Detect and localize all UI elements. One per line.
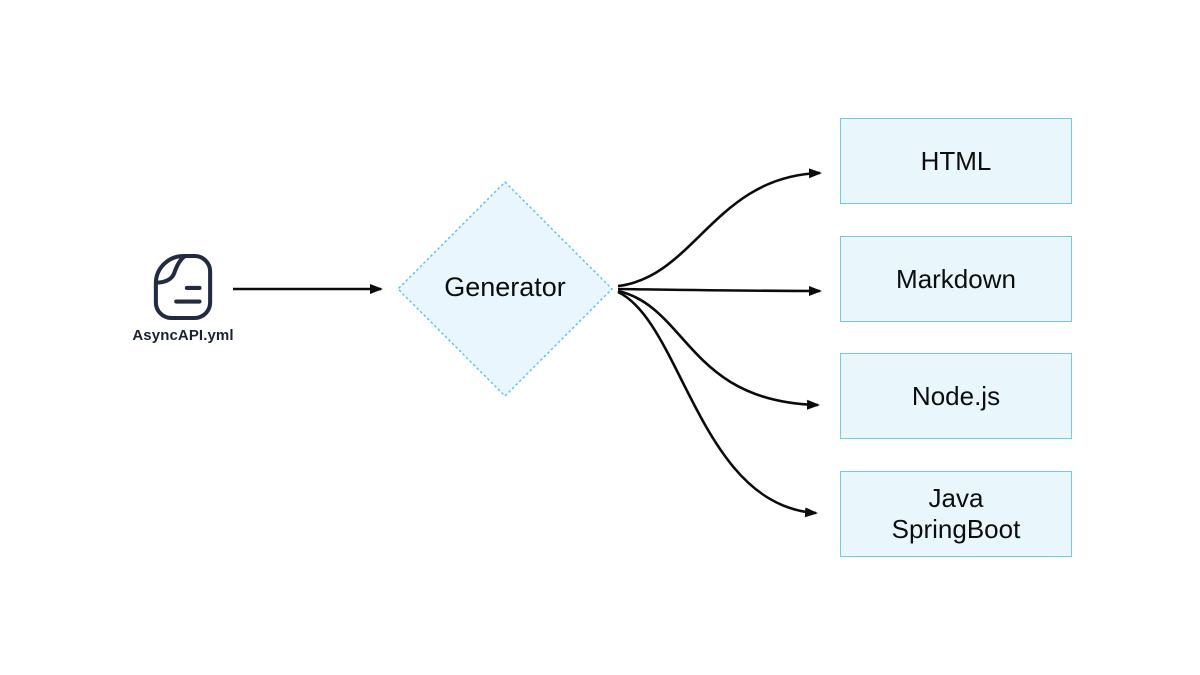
output-node-html: HTML — [840, 118, 1072, 204]
source-file-label: AsyncAPI.yml — [132, 327, 234, 344]
arrow-generator-to-html — [617, 168, 822, 288]
generator-node-label: Generator — [444, 272, 566, 302]
output-node-markdown: Markdown — [840, 236, 1072, 322]
arrow-generator-to-nodejs — [617, 289, 820, 410]
output-node-label: HTML — [920, 145, 992, 176]
output-node-label: Node.js — [911, 380, 1001, 411]
file-icon — [153, 253, 213, 321]
generator-diamond-shape — [397, 181, 613, 397]
output-node-nodejs: Node.js — [840, 353, 1072, 439]
arrow-generator-to-java-springboot — [617, 290, 818, 518]
output-node-label: Markdown — [896, 263, 1016, 294]
output-node-java-springboot: Java SpringBoot — [840, 471, 1072, 557]
output-node-label: Java SpringBoot — [891, 483, 1021, 544]
arrow-generator-to-markdown — [617, 285, 822, 296]
